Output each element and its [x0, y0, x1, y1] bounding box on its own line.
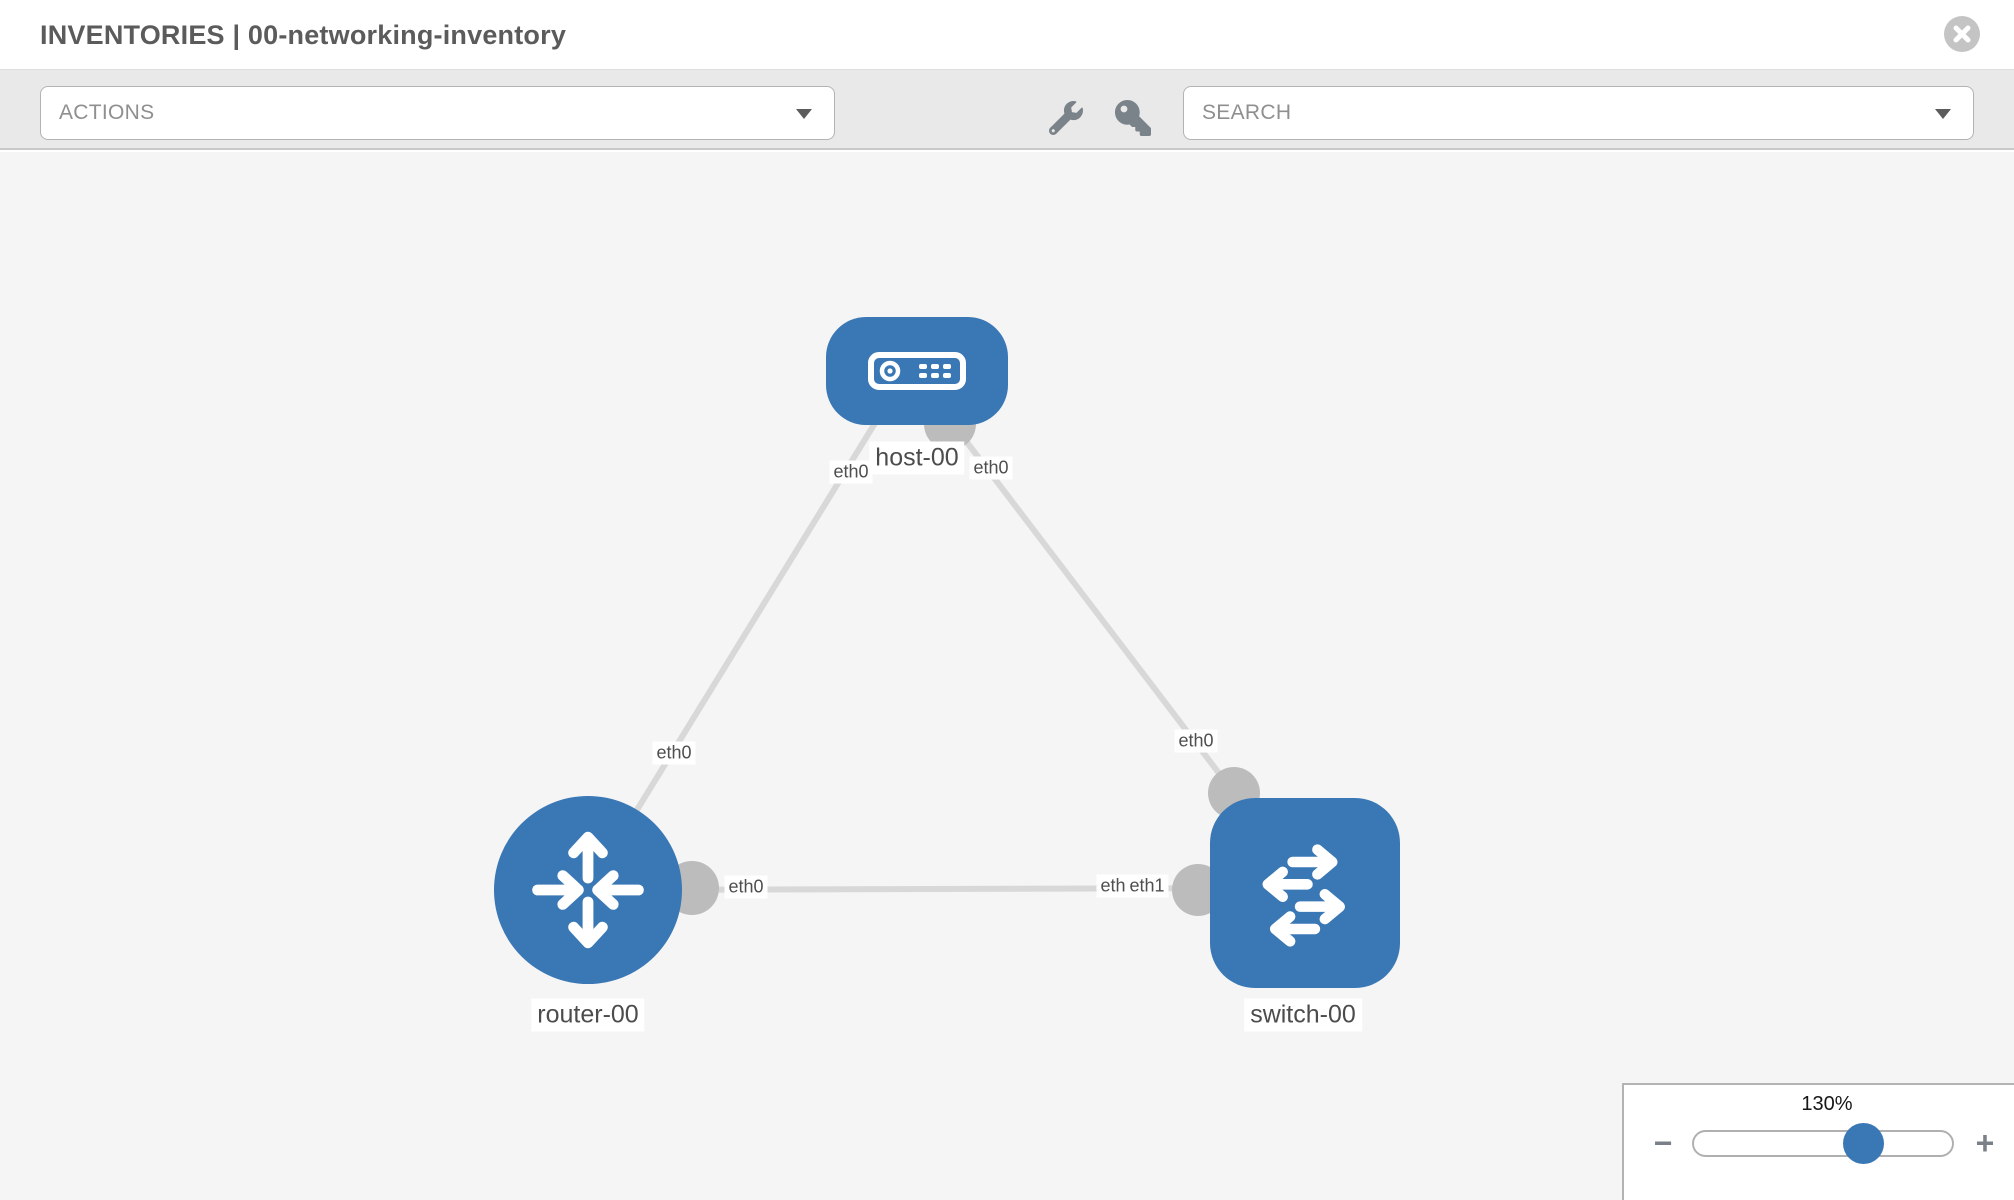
link-host-router — [597, 412, 883, 873]
link-lines — [597, 412, 1253, 893]
configure-button[interactable] — [1046, 98, 1086, 138]
close-icon — [1953, 25, 1971, 43]
interface-dots — [665, 398, 1260, 916]
search-dropdown-label: SEARCH — [1202, 101, 1292, 124]
toolbar: ACTIONS SEARCH — [0, 70, 2014, 150]
if-label-switch-left-eth1: eth1 — [1125, 874, 1169, 898]
key-icon — [1115, 100, 1151, 136]
wrench-icon — [1049, 101, 1083, 135]
zoom-out-button[interactable]: − — [1653, 1125, 1673, 1161]
actions-dropdown-label: ACTIONS — [59, 101, 155, 124]
host-icon — [868, 352, 966, 390]
page-header: INVENTORIES | 00-networking-inventory — [0, 0, 2014, 70]
if-label-host-right: eth0 — [969, 456, 1013, 480]
zoom-control-panel: 130% − + — [1622, 1083, 2014, 1200]
if-label-router-right: eth0 — [724, 875, 768, 899]
zoom-in-button[interactable]: + — [1975, 1125, 1995, 1161]
topology-canvas[interactable]: host-00 router-00 switch-00 eth0 eth0 et… — [0, 152, 2014, 1200]
node-label-router: router-00 — [531, 998, 645, 1032]
actions-dropdown[interactable]: ACTIONS — [40, 86, 835, 140]
zoom-level-readout: 130% — [1801, 1093, 1853, 1115]
page-title: INVENTORIES | 00-networking-inventory — [40, 20, 567, 50]
router-icon — [532, 831, 644, 949]
zoom-slider-track[interactable] — [1692, 1130, 1954, 1157]
credentials-button[interactable] — [1113, 98, 1153, 138]
node-router-00[interactable] — [494, 796, 682, 984]
close-button[interactable] — [1944, 16, 1980, 52]
node-label-host: host-00 — [869, 441, 965, 475]
switch-icon — [1262, 844, 1345, 947]
zoom-slider-thumb[interactable] — [1843, 1123, 1884, 1164]
node-label-switch: switch-00 — [1244, 998, 1362, 1032]
if-label-host-left: eth0 — [829, 460, 873, 484]
if-label-router-uplink: eth0 — [652, 741, 696, 765]
if-label-switch-uplink: eth0 — [1174, 729, 1218, 753]
node-host-00[interactable] — [826, 317, 1008, 425]
search-dropdown[interactable]: SEARCH — [1183, 86, 1974, 140]
node-switch-00[interactable] — [1210, 798, 1400, 988]
chevron-down-icon — [1935, 109, 1951, 119]
chevron-down-icon — [796, 109, 812, 119]
topology-links-layer — [597, 398, 1260, 916]
